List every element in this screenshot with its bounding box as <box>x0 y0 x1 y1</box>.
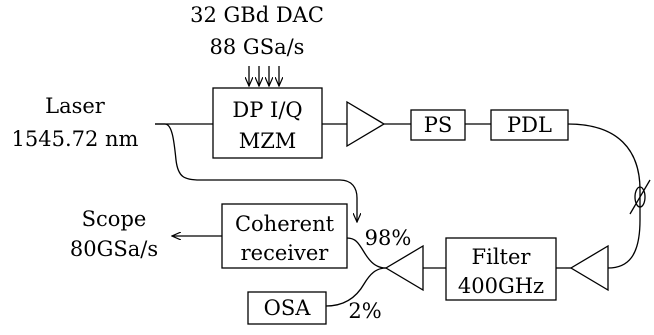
preamplifier <box>384 244 424 292</box>
ps-box <box>410 109 466 141</box>
laser-label: Laser <box>45 94 106 118</box>
dac-sample-label: 88 GSa/s <box>210 35 305 59</box>
coupler-main-branch <box>346 237 387 269</box>
filter-label-bottom: 400GHz <box>458 274 544 298</box>
pdl-label: PDL <box>507 113 552 137</box>
pdl-box <box>490 109 569 141</box>
fiber-loop <box>567 123 641 269</box>
scope-label: Scope <box>82 207 147 231</box>
mzm-label-bottom: MZM <box>239 129 297 153</box>
laser-wavelength-label: 1545.72 nm <box>12 127 139 151</box>
coherent-receiver-box <box>221 203 348 269</box>
booster-amplifier <box>346 100 386 148</box>
filter-label-top: Filter <box>472 245 532 269</box>
filter-box <box>445 237 557 301</box>
osa-label: OSA <box>264 296 312 320</box>
mzm-label-top: DP I/Q <box>232 98 302 122</box>
inline-amplifier <box>569 244 609 292</box>
receiver-label-top: Coherent <box>235 212 335 236</box>
scope-rate-label: 80GSa/s <box>70 237 158 261</box>
mzm-box <box>212 87 323 159</box>
polarization-controller-icon <box>629 179 651 215</box>
osa-box <box>247 291 327 325</box>
split-main-label: 98% <box>365 226 412 250</box>
lo-fiber <box>155 123 358 205</box>
receiver-label-bottom: receiver <box>241 241 330 265</box>
dac-input-arrows <box>249 66 279 86</box>
split-tap-label: 2% <box>348 299 381 323</box>
ps-label: PS <box>424 113 453 137</box>
dac-rate-label: 32 GBd DAC <box>190 3 324 27</box>
coupler-tap-branch <box>325 267 387 307</box>
